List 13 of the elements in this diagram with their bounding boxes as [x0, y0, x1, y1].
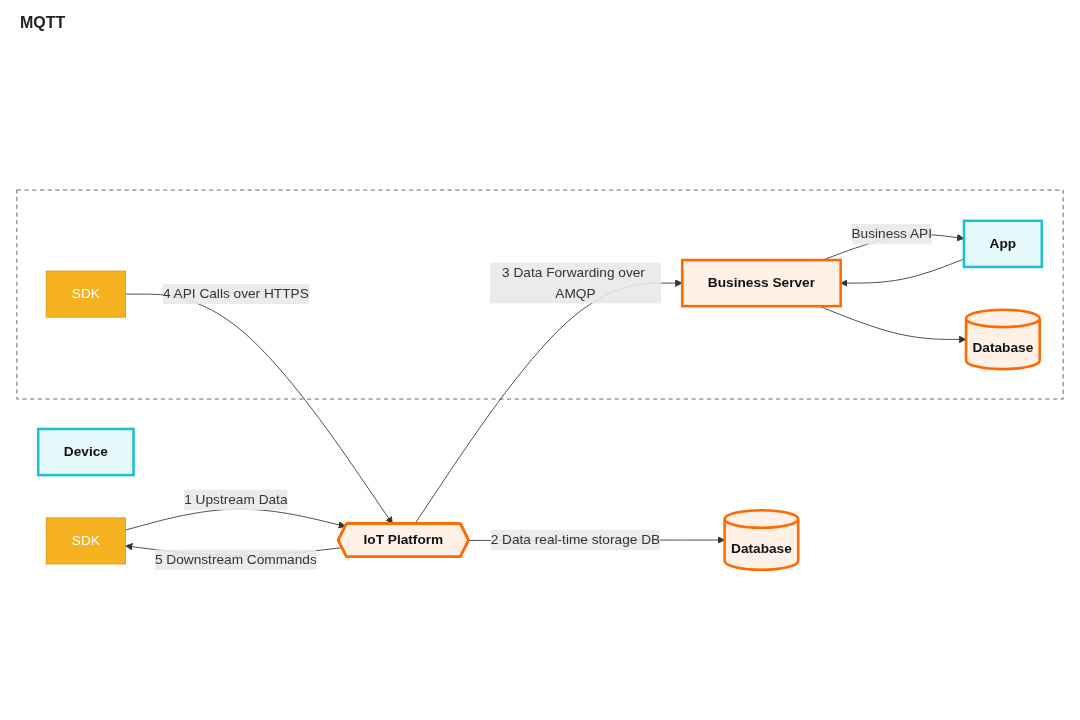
edge-label: 4 API Calls over HTTPS	[162, 286, 309, 301]
edge-label: 2 Data real-time storage DB	[490, 532, 661, 547]
edge-label: Business API	[851, 226, 932, 242]
node-box: Device	[36, 427, 135, 477]
node-box: Business Server	[680, 258, 842, 308]
cluster	[16, 189, 1064, 400]
node-box: SDK	[45, 517, 126, 565]
edge-label: 5 Downstream Commands	[154, 552, 317, 567]
edge-label: 3 Data Forwarding over AMQP	[502, 265, 645, 301]
node-box: App	[962, 219, 1044, 269]
protocol-label: MQTT	[20, 14, 66, 31]
edge-label: 1 Upstream Data	[184, 492, 288, 507]
node-box: SDK	[45, 270, 126, 318]
